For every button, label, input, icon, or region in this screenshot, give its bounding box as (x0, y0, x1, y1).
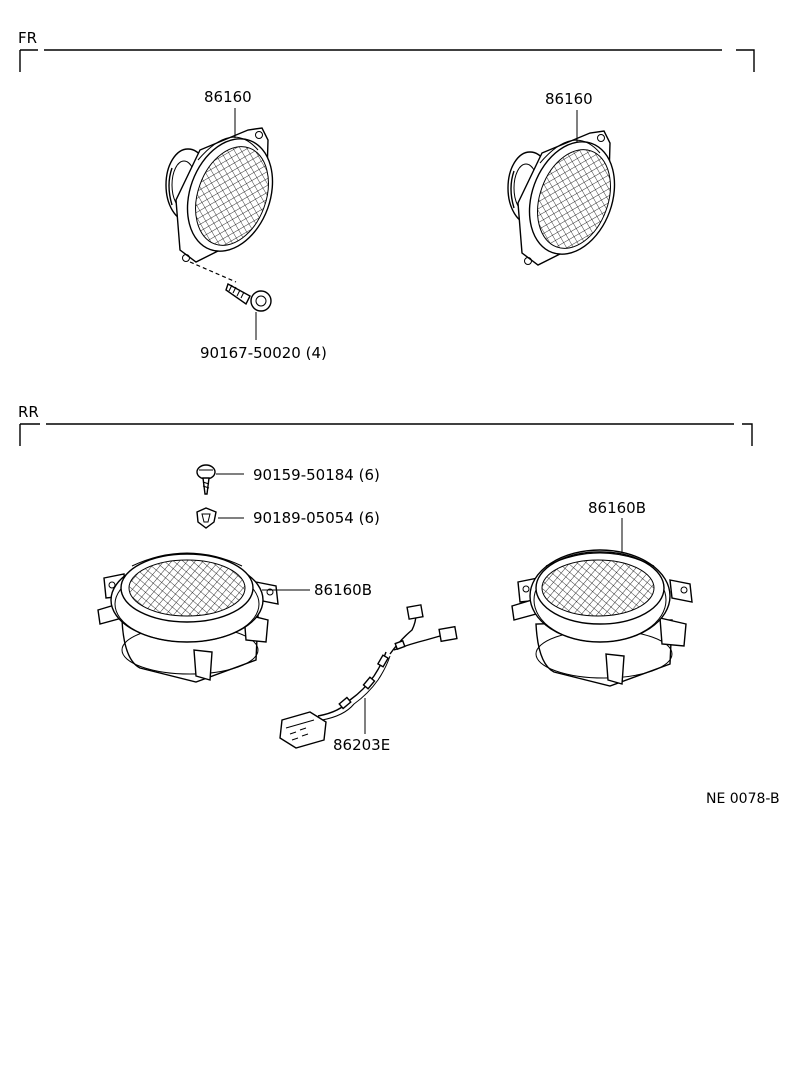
rear-section-bracket: RR (18, 403, 753, 446)
rear-clip (196, 507, 217, 529)
rear-screw-label: 90159-50184 (6) (253, 466, 380, 484)
rear-speaker-left (97, 552, 279, 683)
front-section-label: FR (18, 29, 37, 47)
rear-wire-harness (279, 604, 458, 749)
rear-section-label: RR (18, 403, 39, 421)
rear-clip-label: 90189-05054 (6) (253, 509, 380, 527)
rear-wire-harness-label: 86203E (333, 736, 390, 754)
rear-speaker-right (511, 549, 693, 687)
front-screw-label: 90167-50020 (4) (200, 344, 327, 362)
front-section-bracket: FR (18, 29, 755, 72)
front-speaker-left (165, 127, 274, 263)
rear-speaker-left-label: 86160B (314, 581, 372, 599)
front-speaker-right-label: 86160 (545, 90, 593, 108)
front-screw (225, 282, 272, 312)
front-speaker-left-label: 86160 (204, 88, 252, 106)
front-speaker-right (507, 130, 616, 266)
rear-screw (196, 464, 216, 495)
reference-code: NE 0078-B (706, 791, 780, 807)
rear-speaker-right-label: 86160B (588, 499, 646, 517)
screw-guide-line (189, 261, 237, 283)
